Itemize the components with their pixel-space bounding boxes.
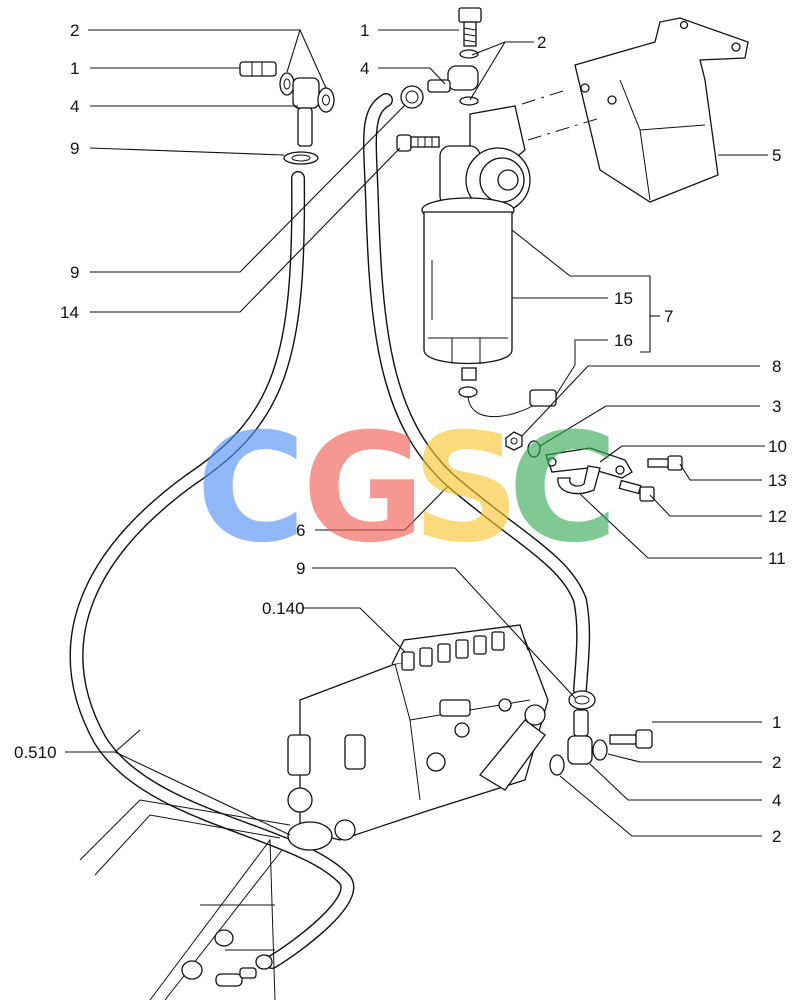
callout-2: 2 [70,21,79,40]
callout-12: 12 [768,507,787,526]
nut-8 [505,431,523,451]
callout-11: 11 [768,549,786,568]
washer-3 [527,440,541,458]
callout-0-510: 0.510 [14,743,57,762]
callout-16: 16 [614,331,633,350]
callout-10: 10 [768,437,787,456]
callout-1: 1 [70,59,79,78]
callout-3: 3 [772,397,781,416]
callout-1: 1 [360,21,369,40]
fuel-filter-assembly [421,105,600,418]
injection-pump [287,624,549,851]
callout-1: 1 [772,713,781,732]
callout-5: 5 [772,146,781,165]
callout-15: 15 [614,289,633,308]
callout-4: 4 [360,59,369,78]
water-sensor [458,339,600,418]
callout-7: 7 [664,307,673,326]
screw-12 [618,479,655,502]
callout-9: 9 [70,263,79,282]
strap-bracket-10 [545,447,633,479]
callout-4: 4 [70,97,79,116]
pump-delivery-valves [401,631,505,671]
watermark-letter: G [302,402,425,576]
watermark-letter: C [508,402,618,576]
top-left-banjo-fitting [239,61,335,165]
callout-9: 9 [70,139,79,158]
watermark-letter: S [412,402,520,576]
hose-clamp-top [400,85,424,109]
screw-13 [647,455,683,471]
callout-2: 2 [772,827,781,846]
watermark-logo: C G S C [196,402,618,576]
callout-14: 14 [60,303,79,322]
fuel-hose-long-left [69,171,355,969]
callout-2: 2 [772,753,781,772]
callout-0-140: 0.140 [262,599,305,618]
callout-4: 4 [772,791,781,810]
callout-6: 6 [296,521,305,540]
callout-labels: 2 1 4 9 9 14 1 4 2 5 15 7 16 8 3 10 13 1… [14,21,787,846]
callout-8: 8 [772,357,781,376]
watermark-letter: C [196,402,306,576]
callout-9: 9 [296,559,305,578]
top-center-banjo-bolt [396,7,482,152]
clip-11 [557,465,601,495]
bolt-14 [396,134,440,152]
bottom-fittings [181,929,273,987]
callout-2: 2 [537,33,546,52]
bottom-right-banjo-fitting [549,690,653,776]
callout-13: 13 [768,471,787,490]
leader-lines [65,29,768,837]
fuel-hose-center [363,93,591,697]
mounting-bracket-5 [521,17,749,203]
